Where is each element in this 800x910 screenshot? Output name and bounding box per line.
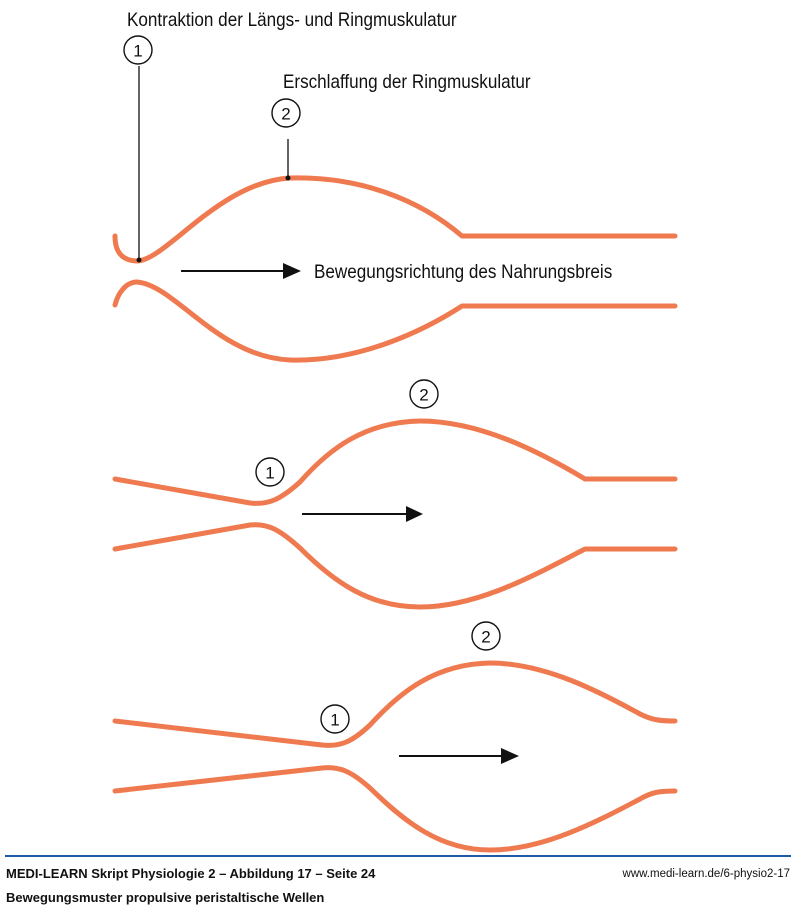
svg-text:2: 2	[419, 386, 428, 405]
stage-2-marker-2: 2	[409, 379, 439, 409]
stage-1: 1 2 Kontraktion der Längs- und Ringmusku…	[112, 9, 678, 363]
marker-2-badge: 2	[271, 98, 301, 128]
stage-1-upper-wall	[112, 175, 678, 264]
stage-3-lower-wall	[112, 765, 678, 853]
peristalsis-diagram: 1 2 Kontraktion der Längs- und Ringmusku…	[112, 9, 678, 853]
relaxation-label: Erschlaffung der Ringmuskulatur	[283, 71, 531, 92]
stage-3-marker-1: 1	[320, 704, 350, 734]
footer-title: MEDI-LEARN Skript Physiologie 2 – Abbild…	[6, 866, 376, 881]
stage-2-direction-arrow	[302, 506, 423, 522]
footer-url[interactable]: www.medi-learn.de/6-physio2-17	[622, 868, 790, 880]
stage-3-upper-wall	[112, 660, 678, 748]
stage-2-marker-1: 1	[255, 457, 285, 487]
footer-divider	[5, 855, 791, 857]
stage-2-upper-wall	[112, 418, 678, 506]
direction-label: Bewegungsrichtung des Nahrungsbreis	[314, 261, 612, 282]
marker-2-number: 2	[281, 105, 290, 124]
direction-arrow	[181, 263, 301, 279]
svg-text:2: 2	[481, 628, 490, 647]
footer-subtitle: Bewegungsmuster propulsive peristaltisch…	[6, 890, 325, 905]
marker-1-dot	[136, 257, 142, 263]
svg-text:1: 1	[265, 464, 274, 483]
stage-2: 1 2	[112, 379, 678, 610]
stage-1-lower-wall	[112, 279, 678, 363]
marker-1-badge: 1	[123, 35, 153, 65]
svg-text:1: 1	[330, 711, 339, 730]
marker-1-number: 1	[133, 42, 142, 61]
stage-3: 1 2	[112, 621, 678, 853]
contraction-label: Kontraktion der Längs- und Ringmuskulatu…	[127, 9, 457, 30]
stage-2-lower-wall	[112, 522, 678, 610]
stage-3-direction-arrow	[399, 748, 519, 764]
stage-3-marker-2: 2	[471, 621, 501, 651]
marker-2-dot	[285, 175, 291, 181]
